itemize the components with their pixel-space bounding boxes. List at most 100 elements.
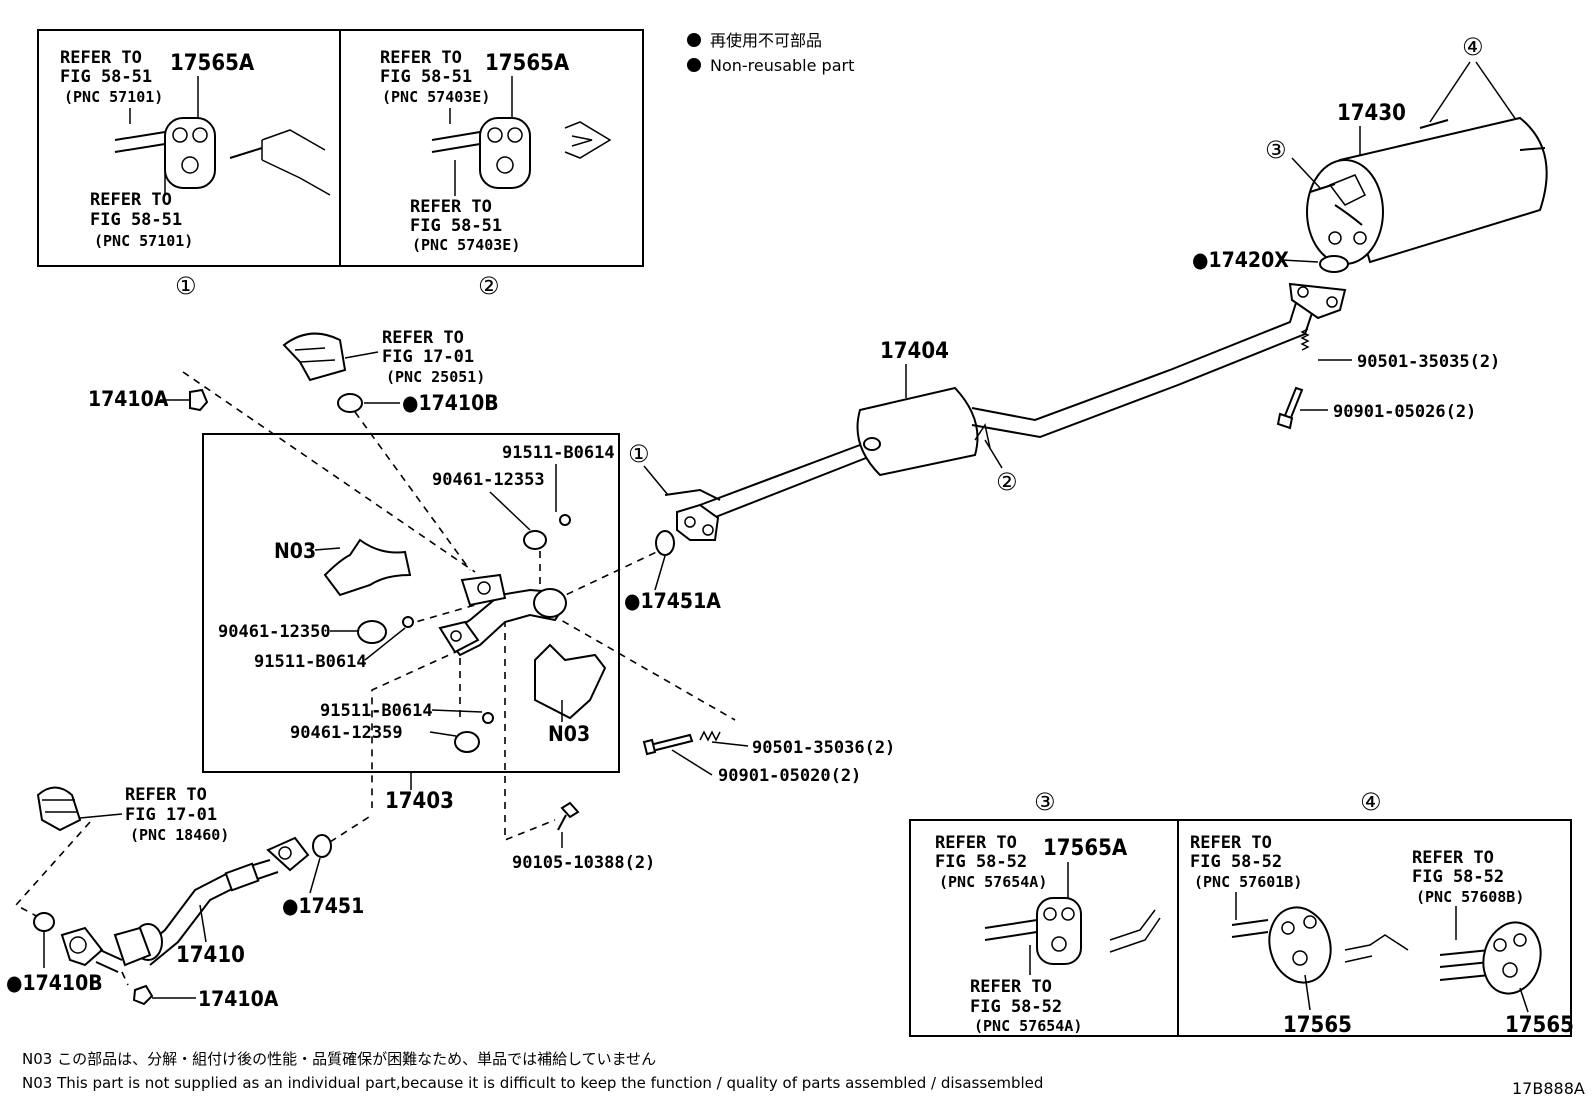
refer-pnc: (PNC 57403E) [382, 88, 490, 106]
refer-pnc: (PNC 18460) [130, 826, 229, 844]
part-number-17420X: ●17420X [1192, 248, 1289, 272]
gasket-17410B-top: ●17410B [337, 391, 499, 415]
part-number-17410: 17410 [176, 943, 245, 968]
refer-label: REFER TO [970, 977, 1052, 997]
legend: 再使用不可部品 Non-reusable part [687, 31, 854, 75]
refer-pnc: (PNC 57608B) [1416, 888, 1524, 906]
refer-label: REFER TO [90, 190, 172, 210]
part-number-17451A: ●17451A [624, 589, 721, 613]
part-number-N03: N03 [274, 539, 316, 563]
refer-pnc: (PNC 57403E) [412, 236, 520, 254]
gasket-17451A: ●17451A [624, 530, 721, 613]
non-reusable-bullet-icon [687, 58, 701, 72]
part-number-17565: 17565 [1283, 1013, 1352, 1038]
exhaust-hanger-icon [479, 117, 531, 189]
refer-pnc: (PNC 57101) [64, 88, 163, 106]
part-number-90901-05020: 90901-05020(2) [718, 766, 861, 786]
part-number-90501-35036: 90501-35036(2) [752, 738, 895, 758]
refer-fig: FIG 17-01 [382, 347, 474, 367]
legend-en: Non-reusable part [710, 56, 854, 75]
part-number-90461-12350: 90461-12350 [218, 622, 331, 642]
part-number-17565A: 17565A [485, 51, 570, 76]
inset-number-2: ② [478, 272, 500, 300]
inset-box-3-4: ③ ④ [909, 788, 1572, 1037]
center-pipe-17404: 17404 ② ① [628, 282, 1347, 541]
exhaust-hanger-icon [1482, 921, 1542, 995]
nut-17410A-top: 17410A [88, 387, 209, 412]
inset-2: REFER TO FIG 58-51 (PNC 57403E) 17565A R… [380, 48, 612, 300]
exhaust-hanger-icon [1036, 897, 1082, 965]
refer-label: REFER TO [1190, 833, 1272, 853]
gasket-17420X: ●17420X [1192, 248, 1349, 273]
refer-label: REFER TO [125, 785, 207, 805]
refer-label: REFER TO [382, 328, 464, 348]
refer-label: REFER TO [380, 48, 462, 68]
part-number-90501-35035: 90501-35035(2) [1357, 352, 1500, 372]
callout-4: ④ [1462, 33, 1484, 61]
refer-fig: FIG 58-52 [935, 852, 1027, 872]
part-number-17565A: 17565A [1043, 836, 1128, 861]
refer-fig: FIG 58-51 [60, 67, 152, 87]
inset-number-3: ③ [1034, 788, 1056, 816]
part-number-17410A: 17410A [198, 987, 279, 1011]
non-reusable-bullet-icon [687, 33, 701, 47]
gasket-17451: ●17451 [282, 834, 364, 918]
part-number-17410A: 17410A [88, 387, 169, 411]
part-number-91511-B0614: 91511-B0614 [254, 652, 367, 672]
part-number-91511-B0614: 91511-B0614 [320, 701, 433, 721]
gasket-17410B-bottom: ●17410B [6, 912, 103, 995]
inset-4: REFER TO FIG 58-52 (PNC 57601B) 17565 RE… [1190, 833, 1574, 1038]
nut-17410A-bottom: 17410A [121, 971, 279, 1011]
note-n03-en: N03 This part is not supplied as an indi… [22, 1074, 1043, 1092]
part-number-91511-B0614: 91511-B0614 [502, 443, 615, 463]
heat-insulator-bottom: REFER TO FIG 17-01 (PNC 18460) [36, 785, 229, 844]
inset-3: REFER TO FIG 58-52 (PNC 57654A) 17565A R… [935, 833, 1161, 1035]
part-number-17451: ●17451 [282, 894, 364, 918]
part-number-N03: N03 [548, 722, 590, 746]
inset-box-1-2 [37, 29, 644, 267]
leader-dashes [14, 371, 736, 919]
inset-number-4: ④ [1360, 788, 1382, 816]
callout-1: ① [628, 440, 650, 468]
footer-notes: N03 この部品は、分解・組付け後の性能・品質確保が困難なため、単品では補給して… [22, 1050, 1585, 1098]
part-number-17404: 17404 [880, 339, 949, 364]
refer-pnc: (PNC 57601B) [1194, 873, 1302, 891]
refer-fig: FIG 58-51 [380, 67, 472, 87]
refer-pnc: (PNC 57654A) [939, 873, 1047, 891]
refer-fig: FIG 58-51 [90, 210, 182, 230]
spring-bolt-rear: 90501-35035(2) 90901-05026(2) [1276, 328, 1500, 430]
tail-muffler: ④ 17430 ③ [1265, 33, 1548, 265]
heat-insulator-top: REFER TO FIG 17-01 (PNC 25051) [282, 328, 485, 386]
exhaust-hanger-icon [164, 117, 216, 189]
part-number-17430: 17430 [1337, 101, 1406, 126]
spring-bolt-front: 90501-35036(2) 90901-05020(2) [642, 730, 895, 786]
refer-fig: FIG 58-51 [410, 216, 502, 236]
front-pipe-17410: 17410 [60, 836, 310, 973]
refer-label: REFER TO [935, 833, 1017, 853]
callout-3: ③ [1265, 136, 1287, 164]
heat-insulator-n03-icon [534, 643, 607, 720]
bolt-90105-10388: 90105-10388(2) [512, 801, 655, 873]
refer-fig: FIG 58-52 [1412, 867, 1504, 887]
exhaust-hanger-icon [1268, 906, 1332, 984]
refer-fig: FIG 17-01 [125, 805, 217, 825]
part-number-90105-10388: 90105-10388(2) [512, 853, 655, 873]
refer-label: REFER TO [410, 197, 492, 217]
part-number-90901-05026: 90901-05026(2) [1333, 402, 1476, 422]
front-pipe-box: 17403 N03 N03 91511-B0614 90461-12353 90… [202, 433, 620, 814]
inset-1: REFER TO FIG 58-51 (PNC 57101) 17565A RE… [60, 48, 331, 300]
part-number-17410B: ●17410B [6, 971, 103, 995]
figure-code: 17B888A [1512, 1079, 1585, 1098]
part-number-17565: 17565 [1505, 1013, 1574, 1038]
part-number-17565A: 17565A [170, 51, 255, 76]
part-number-17410B: ●17410B [402, 391, 499, 415]
refer-fig: FIG 58-52 [1190, 852, 1282, 872]
refer-fig: FIG 58-52 [970, 997, 1062, 1017]
part-number-90461-12353: 90461-12353 [432, 470, 545, 490]
refer-pnc: (PNC 57654A) [974, 1017, 1082, 1035]
note-n03-jp: N03 この部品は、分解・組付け後の性能・品質確保が困難なため、単品では補給して… [22, 1050, 656, 1068]
callout-2: ② [996, 468, 1018, 496]
part-number-90461-12359: 90461-12359 [290, 723, 403, 743]
refer-label: REFER TO [1412, 848, 1494, 868]
